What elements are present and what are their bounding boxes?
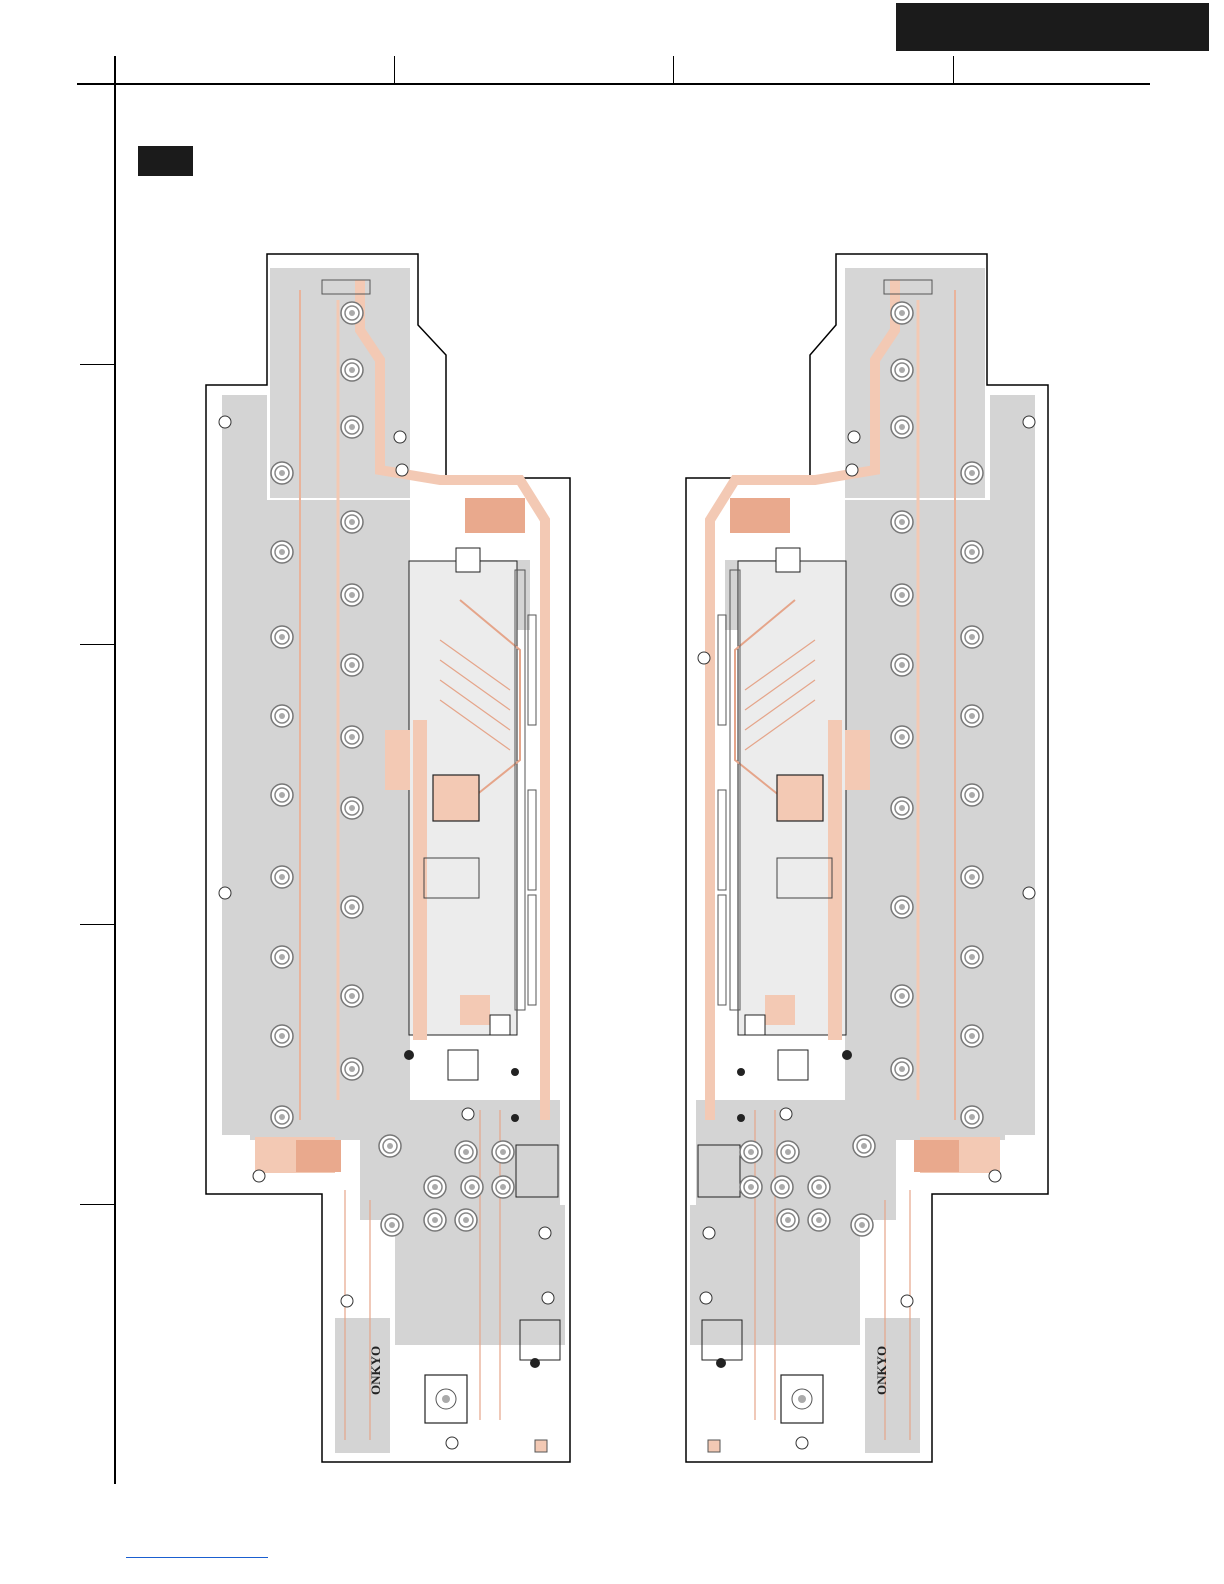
left-board: ONKYO [206, 254, 570, 1462]
right-board: ONKYO [686, 254, 1048, 1462]
right-board-logo: ONKYO [874, 1346, 889, 1395]
left-board-logo: ONKYO [368, 1346, 383, 1395]
